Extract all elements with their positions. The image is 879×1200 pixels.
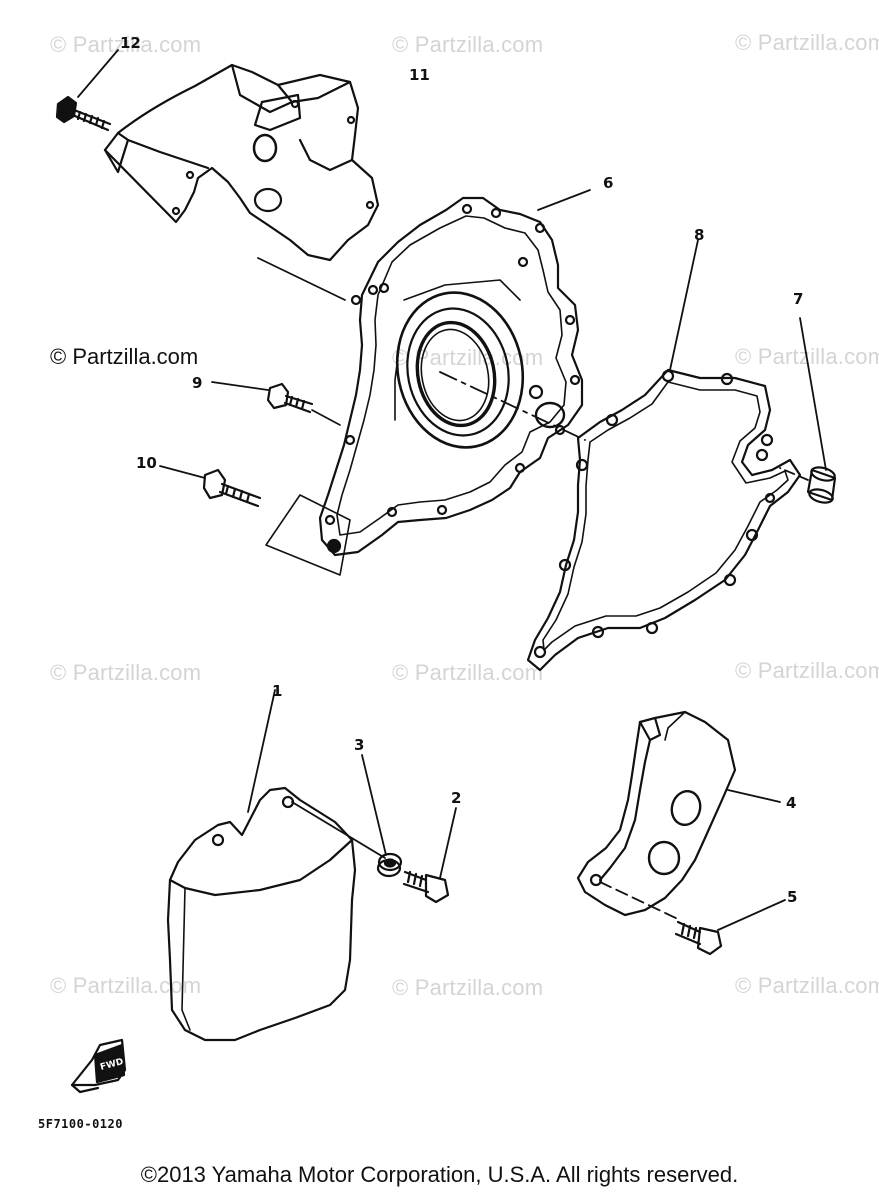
callout-5: 5 [787, 888, 798, 906]
part-6-crankcase-cover [265, 189, 591, 576]
front-direction-marker: FWD [70, 1038, 127, 1094]
watermark: © Partzilla.com [735, 658, 879, 683]
callout-7: 7 [793, 290, 804, 308]
watermark-prominent: © Partzilla.com [50, 344, 199, 369]
part-10-screw [159, 465, 262, 508]
callout-11: 11 [409, 66, 430, 84]
part-4-bracket-cover [576, 710, 781, 921]
part-8-gasket [526, 239, 802, 672]
callout-10: 10 [136, 454, 157, 472]
part-12-screw [55, 49, 119, 132]
callout-3: 3 [354, 736, 365, 754]
watermark: © Partzilla.com [392, 660, 544, 685]
watermark: © Partzilla.com [50, 660, 202, 685]
watermark: © Partzilla.com [50, 32, 202, 57]
part-11-upper-cover [103, 63, 380, 301]
callout-2: 2 [451, 789, 462, 807]
watermark: © Partzilla.com [392, 975, 544, 1000]
callout-6: 6 [603, 174, 614, 192]
watermark: © Partzilla.com [50, 973, 202, 998]
callout-1: 1 [272, 682, 283, 700]
part-5-screw [674, 899, 786, 956]
part-7-dowel-pin [779, 317, 837, 504]
part-1-cover [166, 689, 386, 1042]
copyright-notice: ©2013 Yamaha Motor Corporation, U.S.A. A… [140, 1162, 739, 1187]
callout-12: 12 [120, 34, 141, 52]
part-3-washer [361, 754, 403, 878]
watermark: © Partzilla.com [392, 32, 544, 57]
callout-8: 8 [694, 226, 705, 244]
watermark: © Partzilla.com [735, 973, 879, 998]
callout-9: 9 [192, 374, 203, 392]
part-9-screw [211, 381, 341, 426]
callout-4: 4 [786, 794, 797, 812]
diagram-code: 5F7100-0120 [38, 1117, 123, 1131]
watermark: © Partzilla.com [735, 30, 879, 55]
part-2-bolt [402, 807, 457, 904]
